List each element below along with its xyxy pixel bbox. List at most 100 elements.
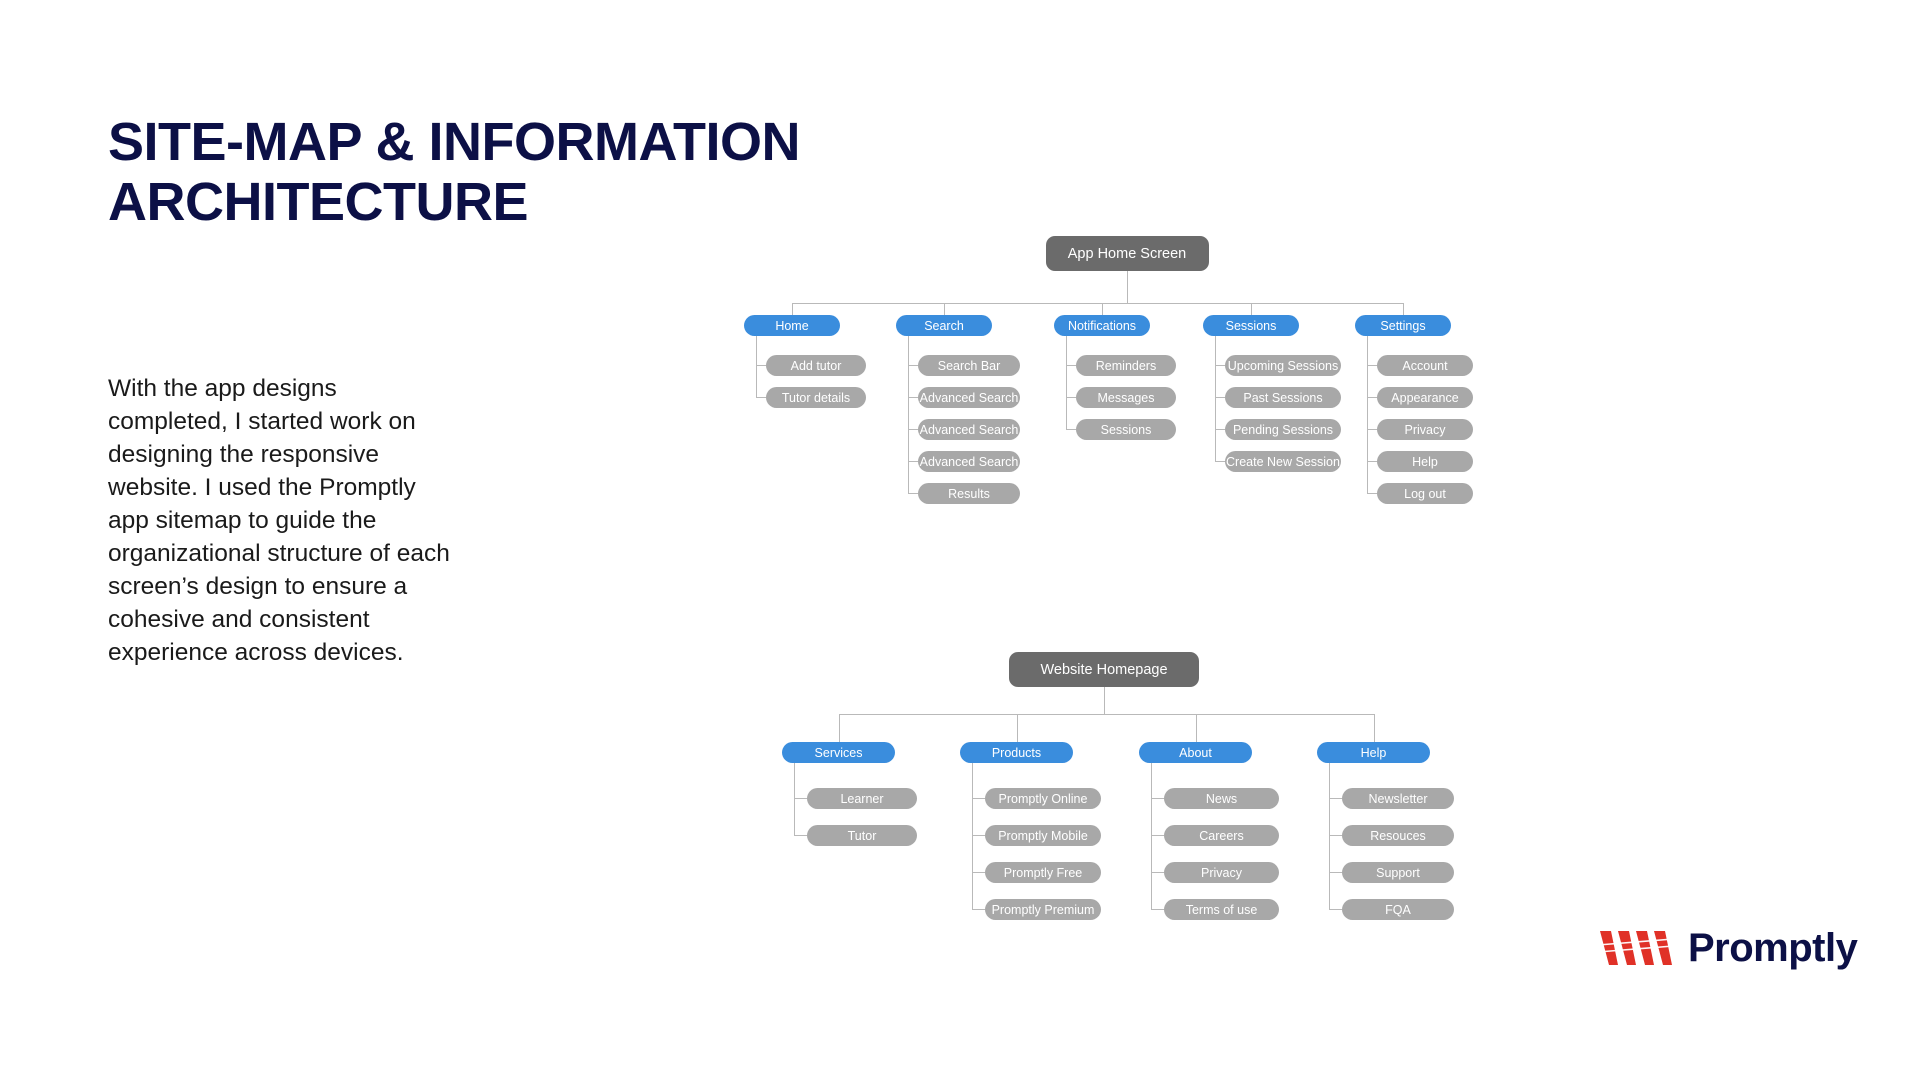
- body-paragraph: With the app designs completed, I starte…: [108, 375, 450, 666]
- child-stub-connector: [908, 461, 918, 462]
- leaf-node[interactable]: Privacy: [1164, 862, 1279, 883]
- branch-drop-connector: [1195, 714, 1197, 742]
- leaf-node[interactable]: Pending Sessions: [1225, 419, 1341, 440]
- leaf-node[interactable]: Upcoming Sessions: [1225, 355, 1341, 376]
- root-node: App Home Screen: [1045, 236, 1209, 271]
- leaf-node[interactable]: Advanced Search: [918, 387, 1020, 408]
- leaf-node[interactable]: Create New Session: [1225, 451, 1341, 472]
- branch-node-settings[interactable]: Settings: [1355, 315, 1451, 336]
- leaf-node[interactable]: Tutor: [807, 825, 917, 846]
- child-stub-connector: [972, 872, 985, 873]
- root-drop-connector: [1127, 271, 1128, 303]
- leaf-node[interactable]: Careers: [1164, 825, 1279, 846]
- child-spine-connector: [1329, 763, 1330, 909]
- root-node: Website Homepage: [1009, 652, 1199, 687]
- branch-node-about[interactable]: About: [1139, 742, 1252, 763]
- child-stub-connector: [1151, 872, 1164, 873]
- branch-bus-connector: [792, 303, 1403, 304]
- leaf-node[interactable]: Reminders: [1076, 355, 1176, 376]
- branch-node-help[interactable]: Help: [1317, 742, 1430, 763]
- child-stub-connector: [908, 493, 918, 494]
- child-stub-connector: [1151, 835, 1164, 836]
- child-stub-connector: [794, 798, 807, 799]
- promptly-zigzag-mark: [1597, 931, 1674, 965]
- child-spine-connector: [1367, 336, 1368, 493]
- branch-node-notifications[interactable]: Notifications: [1054, 315, 1150, 336]
- leaf-node[interactable]: Promptly Online: [985, 788, 1101, 809]
- branch-drop-connector: [1403, 303, 1404, 315]
- branch-node-home[interactable]: Home: [744, 315, 840, 336]
- branch-node-search[interactable]: Search: [896, 315, 992, 336]
- child-spine-connector: [1066, 336, 1067, 429]
- child-stub-connector: [1066, 365, 1076, 366]
- child-stub-connector: [1215, 429, 1225, 430]
- branch-node-products[interactable]: Products: [960, 742, 1073, 763]
- branch-drop-connector: [1016, 714, 1018, 742]
- leaf-node[interactable]: Newsletter: [1342, 788, 1454, 809]
- child-stub-connector: [1066, 397, 1076, 398]
- leaf-node[interactable]: Advanced Search: [918, 419, 1020, 440]
- root-drop-connector: [1104, 687, 1105, 714]
- leaf-node[interactable]: Appearance: [1377, 387, 1473, 408]
- child-stub-connector: [1329, 872, 1342, 873]
- leaf-node[interactable]: Learner: [807, 788, 917, 809]
- leaf-node[interactable]: Terms of use: [1164, 899, 1279, 920]
- leaf-node[interactable]: Promptly Mobile: [985, 825, 1101, 846]
- branch-node-services[interactable]: Services: [782, 742, 895, 763]
- child-stub-connector: [1329, 835, 1342, 836]
- child-stub-connector: [1329, 798, 1342, 799]
- branch-drop-connector: [1251, 303, 1252, 315]
- child-stub-connector: [972, 909, 985, 910]
- leaf-node[interactable]: News: [1164, 788, 1279, 809]
- child-spine-connector: [972, 763, 973, 909]
- child-spine-connector: [1151, 763, 1152, 909]
- leaf-node[interactable]: Promptly Premium: [985, 899, 1101, 920]
- child-stub-connector: [1215, 461, 1225, 462]
- leaf-node[interactable]: Resouces: [1342, 825, 1454, 846]
- leaf-node[interactable]: Sessions: [1076, 419, 1176, 440]
- branch-bus-connector: [838, 714, 1374, 715]
- child-stub-connector: [756, 365, 766, 366]
- child-stub-connector: [908, 365, 918, 366]
- child-stub-connector: [908, 429, 918, 430]
- child-stub-connector: [1151, 909, 1164, 910]
- leaf-node[interactable]: Results: [918, 483, 1020, 504]
- leaf-node[interactable]: Account: [1377, 355, 1473, 376]
- branch-drop-connector: [792, 303, 793, 315]
- child-stub-connector: [908, 397, 918, 398]
- logo-wordmark: Promptly: [1688, 926, 1858, 970]
- child-spine-connector: [908, 336, 909, 493]
- leaf-node[interactable]: Add tutor: [766, 355, 866, 376]
- branch-drop-connector: [1373, 714, 1375, 742]
- branch-drop-connector: [944, 303, 945, 315]
- leaf-node[interactable]: Advanced Search: [918, 451, 1020, 472]
- promptly-logo: Promptly: [1596, 925, 1858, 971]
- child-stub-connector: [1215, 365, 1225, 366]
- child-stub-connector: [1151, 798, 1164, 799]
- leaf-node[interactable]: Messages: [1076, 387, 1176, 408]
- leaf-node[interactable]: Privacy: [1377, 419, 1473, 440]
- child-stub-connector: [1066, 429, 1076, 430]
- child-stub-connector: [1367, 493, 1377, 494]
- branch-drop-connector: [1102, 303, 1103, 315]
- child-stub-connector: [1215, 397, 1225, 398]
- leaf-node[interactable]: FQA: [1342, 899, 1454, 920]
- leaf-node[interactable]: Support: [1342, 862, 1454, 883]
- leaf-node[interactable]: Tutor details: [766, 387, 866, 408]
- leaf-node[interactable]: Search Bar: [918, 355, 1020, 376]
- child-stub-connector: [756, 397, 766, 398]
- child-stub-connector: [1367, 461, 1377, 462]
- child-spine-connector: [756, 336, 757, 397]
- child-stub-connector: [972, 798, 985, 799]
- child-stub-connector: [1367, 429, 1377, 430]
- leaf-node[interactable]: Promptly Free: [985, 862, 1101, 883]
- leaf-node[interactable]: Log out: [1377, 483, 1473, 504]
- child-stub-connector: [972, 835, 985, 836]
- leaf-node[interactable]: Help: [1377, 451, 1473, 472]
- branch-drop-connector: [838, 714, 840, 742]
- page-title: SITE-MAP & INFORMATION ARCHITECTURE: [108, 112, 800, 232]
- leaf-node[interactable]: Past Sessions: [1225, 387, 1341, 408]
- branch-node-sessions[interactable]: Sessions: [1203, 315, 1299, 336]
- child-spine-connector: [1215, 336, 1216, 461]
- child-spine-connector: [794, 763, 795, 835]
